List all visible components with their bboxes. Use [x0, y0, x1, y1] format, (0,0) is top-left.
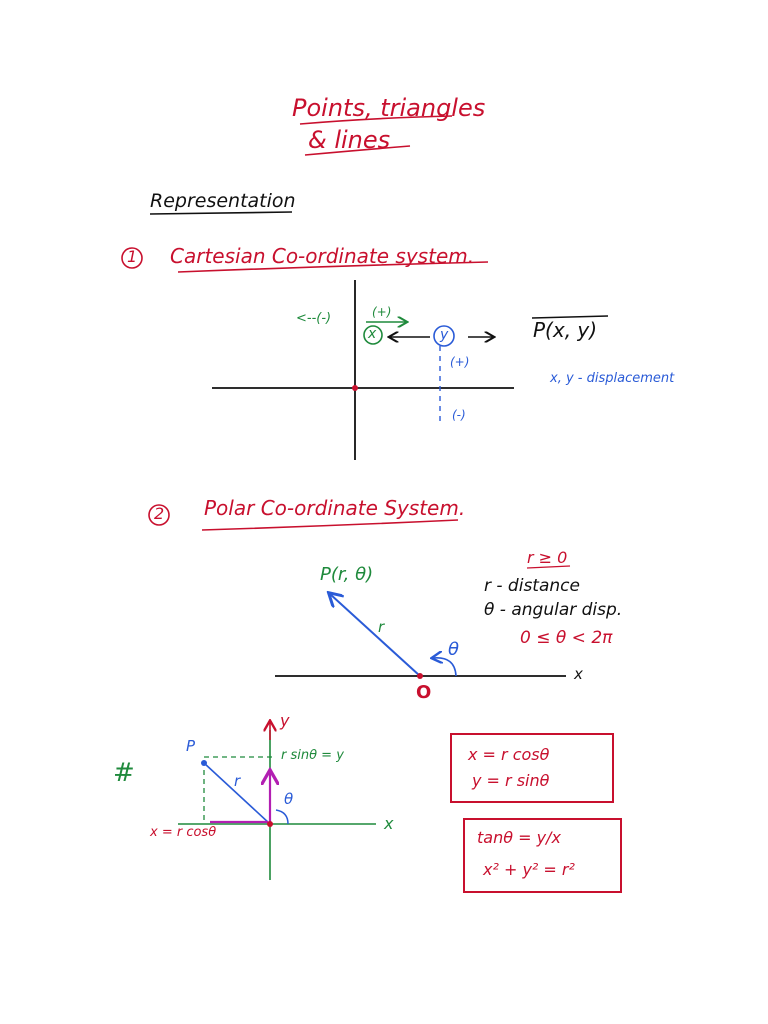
polar-theta-label: θ	[448, 639, 460, 660]
section-1-number: 1	[127, 247, 138, 266]
cartesian-negative-arrow: <--(-)	[296, 311, 332, 326]
title-line-1: Points, triangles	[292, 94, 486, 122]
cartesian-point-label: P(x, y)	[533, 318, 598, 342]
section-1-circle	[121, 247, 143, 269]
section-2-number: 2	[154, 504, 165, 523]
formula-box-2-line-1: tanθ = y/x	[477, 828, 561, 847]
cartesian-note: x, y - displacement	[550, 371, 675, 386]
section-1-underline	[177, 261, 489, 273]
polar-origin-dot	[417, 673, 423, 679]
hash-mark: #	[113, 758, 135, 788]
polar-def-r: r - distance	[484, 576, 580, 596]
cartesian-y-positive: (+)	[450, 355, 470, 369]
section-2-underline	[201, 519, 459, 531]
section-1-title: Cartesian Co-ordinate system.	[170, 244, 475, 268]
diagram-point-dot	[201, 760, 207, 766]
cond1-underline	[526, 565, 571, 569]
point-overline	[531, 315, 609, 319]
diagram-r-line	[203, 762, 271, 825]
cartesian-x-label: x	[368, 326, 377, 342]
section-2-circle	[148, 504, 170, 526]
heading-underline	[149, 211, 293, 215]
diagram-x-projection: x = r cosθ	[150, 825, 217, 840]
polar-r-vector	[330, 594, 421, 677]
diagram-theta-label: θ	[284, 790, 294, 808]
cartesian-y-label: y	[440, 327, 449, 343]
polar-origin-label: O	[416, 682, 432, 703]
formula-box-1-line-2: y = r sinθ	[472, 771, 550, 790]
diagram-point-label: P	[186, 737, 196, 755]
polar-condition-r: r ≥ 0	[527, 548, 568, 567]
representation-heading: Representation	[150, 190, 296, 212]
diagram-y-axis-label: y	[280, 711, 290, 730]
polar-condition-theta: 0 ≤ θ < 2π	[520, 628, 613, 648]
diagram-r-label: r	[234, 772, 241, 790]
formula-box-1-line-1: x = r cosθ	[468, 745, 550, 764]
formula-box-2-line-2: x² + y² = r²	[483, 860, 575, 879]
formula-box-2: tanθ = y/x x² + y² = r²	[463, 818, 622, 893]
y-circle	[433, 325, 455, 347]
polar-r-label: r	[378, 618, 385, 636]
diagram-y-projection: r sinθ = y	[281, 748, 344, 763]
cartesian-origin-dot	[352, 385, 358, 391]
formula-box-1: x = r cosθ y = r sinθ	[450, 733, 614, 803]
section-2-title: Polar Co-ordinate System.	[204, 496, 466, 520]
title-underline-1	[299, 115, 453, 125]
cartesian-y-negative: (-)	[452, 408, 466, 422]
polar-point-label: P(r, θ)	[320, 564, 374, 585]
polar-def-theta: θ - angular disp.	[484, 600, 623, 620]
title-underline-2	[304, 145, 411, 156]
polar-theta-arc	[433, 658, 457, 677]
polar-x-axis-label: x	[574, 665, 583, 683]
diagram-x-axis-label: x	[384, 814, 394, 833]
cartesian-positive-label: (+)	[372, 305, 392, 319]
diagram-theta-arc	[275, 809, 289, 825]
x-circle	[363, 325, 383, 345]
diagram-origin-dot	[267, 821, 273, 827]
